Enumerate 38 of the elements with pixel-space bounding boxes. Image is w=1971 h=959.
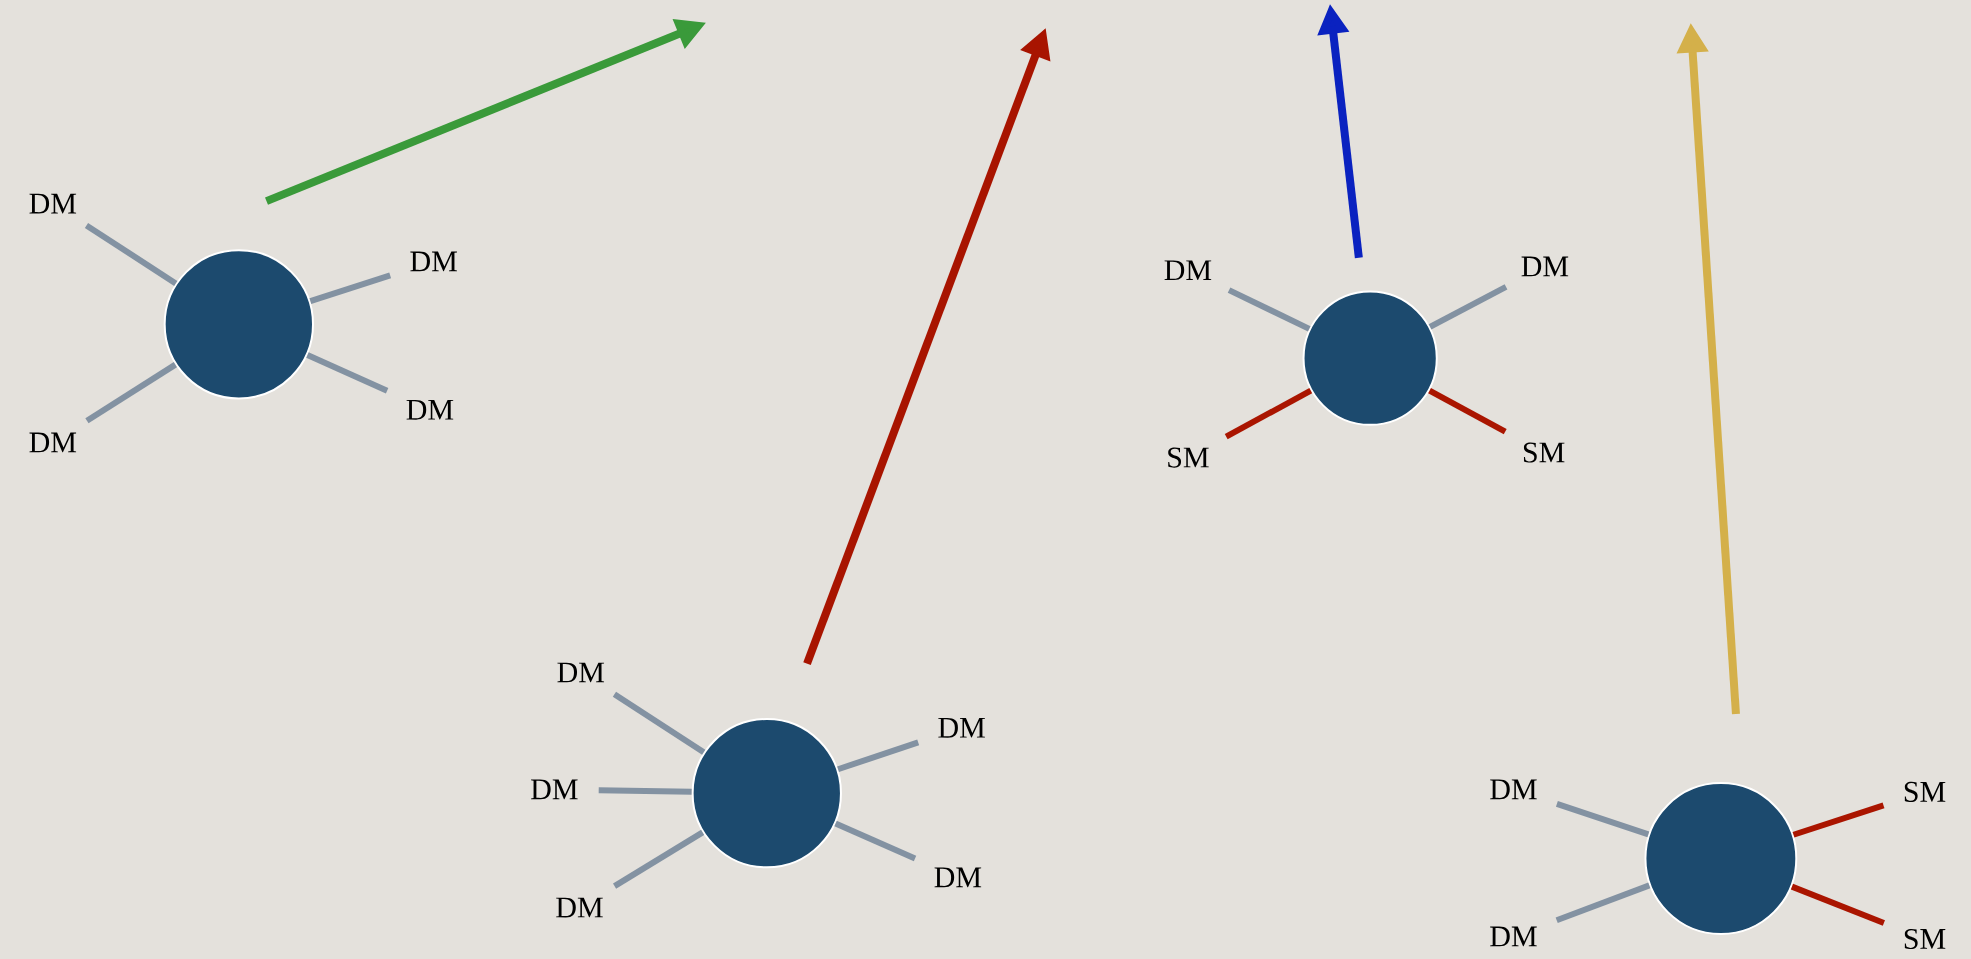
particle-label: DM (1490, 926, 1537, 947)
particle-label: DM (29, 432, 77, 453)
particle-label: DM (1164, 260, 1212, 281)
vertex-circle (691, 717, 842, 869)
particle-label: DM (410, 251, 457, 272)
vertex-circle (163, 249, 314, 400)
leg-line (598, 787, 692, 795)
particle-label: DM (406, 399, 454, 420)
particle-label: SM (1904, 928, 1946, 949)
leg-line (1792, 802, 1885, 838)
particle-label: DM (557, 662, 605, 683)
particle-label: SM (1904, 781, 1946, 802)
leg-line (306, 352, 389, 394)
leg-line (1428, 387, 1507, 435)
leg-line (837, 739, 920, 773)
particle-label: DM (1521, 256, 1569, 277)
vertex-circle (1302, 290, 1438, 426)
leg-line (1555, 800, 1650, 838)
leg-line (1428, 284, 1508, 330)
leg-line (1790, 883, 1885, 926)
leg-line (1224, 387, 1313, 440)
leg-line (834, 820, 917, 862)
leg-line (1227, 287, 1311, 332)
particle-label: DM (531, 779, 578, 800)
particle-label: SM (1523, 442, 1565, 463)
particle-label: DM (934, 867, 982, 888)
particle-label: DM (556, 897, 603, 918)
leg-line (613, 829, 705, 889)
leg-line (309, 272, 392, 305)
particle-label: SM (1168, 447, 1209, 468)
leg-line (1555, 882, 1651, 923)
leg-line (84, 222, 178, 286)
particle-label: DM (1490, 779, 1537, 800)
leg-line (612, 691, 706, 755)
leg-line (85, 362, 177, 424)
particle-label: DM (938, 717, 985, 738)
vertex-circle (1644, 782, 1798, 935)
particle-label: DM (29, 193, 77, 214)
